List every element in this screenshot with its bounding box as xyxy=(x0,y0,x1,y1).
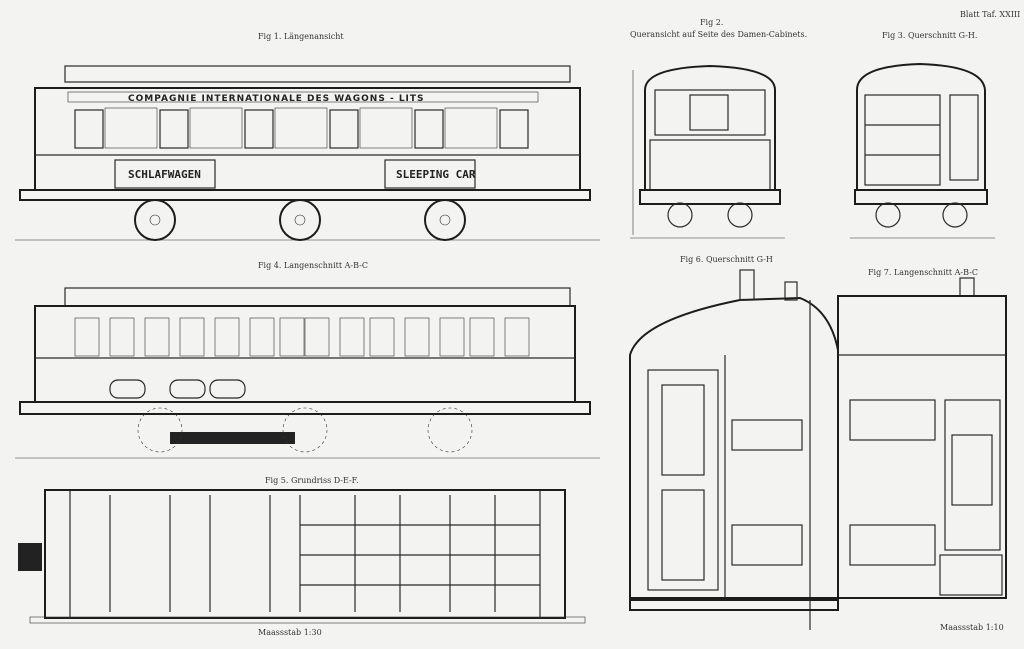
fig4-longitudinal-section xyxy=(15,287,600,459)
curtained-window xyxy=(444,107,498,149)
scale-right: Maassstab 1:10 xyxy=(940,623,1004,632)
wheel xyxy=(279,199,321,241)
fig6-caption: Fig 6. Querschnitt G-H xyxy=(680,255,773,264)
fig2-end-elevation xyxy=(630,64,785,239)
fig4-caption: Fig 4. Langenschnitt A-B-C xyxy=(258,261,368,270)
fig1-caption: Fig 1. Längenansicht xyxy=(258,32,344,41)
curtained-window xyxy=(189,107,243,149)
compartment-panel xyxy=(249,317,275,357)
compartment-panel xyxy=(469,317,495,357)
compartment-panel xyxy=(439,317,465,357)
sleeping-car-sign: SLEEPING CAR xyxy=(396,168,476,181)
wheel xyxy=(424,199,466,241)
seat xyxy=(209,379,246,399)
compartment-panel xyxy=(304,317,330,357)
fig7-longitudinal-section xyxy=(837,277,1007,599)
compartment-panel xyxy=(339,317,365,357)
window xyxy=(159,109,189,149)
buffer-beam xyxy=(18,543,42,571)
fig1-side-elevation: COMPAGNIE INTERNATIONALE DES WAGONS - LI… xyxy=(15,65,600,241)
window xyxy=(244,109,274,149)
sheet-number: Blatt Taf. XXIII xyxy=(960,10,1020,19)
fig3-caption: Fig 3. Querschnitt G-H. xyxy=(882,31,977,40)
curtained-window xyxy=(359,107,413,149)
window xyxy=(414,109,444,149)
window xyxy=(74,109,104,149)
seat xyxy=(109,379,146,399)
wheel-hub xyxy=(294,214,306,226)
wheel xyxy=(134,199,176,241)
fig6-cross-section xyxy=(629,269,839,630)
compartment-panel xyxy=(279,317,305,357)
fig5-plan xyxy=(18,489,586,624)
company-lettering: COMPAGNIE INTERNATIONALE DES WAGONS - LI… xyxy=(128,94,425,104)
curtained-window xyxy=(274,107,328,149)
compartment-panel xyxy=(144,317,170,357)
window xyxy=(499,109,529,149)
compartment-panel xyxy=(404,317,430,357)
compartment-panel xyxy=(369,317,395,357)
seat xyxy=(169,379,206,399)
scale-left: Maassstab 1:30 xyxy=(258,628,322,637)
compartment-panel xyxy=(74,317,100,357)
compartment-panel xyxy=(179,317,205,357)
compartment-panel xyxy=(214,317,240,357)
fig2-number: Fig 2. xyxy=(700,18,723,27)
wheel-hub xyxy=(149,214,161,226)
fig3-cross-section xyxy=(850,62,995,239)
curtained-window xyxy=(104,107,158,149)
gas-reservoir xyxy=(170,432,295,444)
wheel-hub xyxy=(439,214,451,226)
compartment-panel xyxy=(109,317,135,357)
compartment-panel xyxy=(504,317,530,357)
schlafwagen-sign: SCHLAFWAGEN xyxy=(128,168,201,181)
window xyxy=(329,109,359,149)
fig7-caption: Fig 7. Langenschnitt A-B-C xyxy=(868,268,978,277)
fig5-caption: Fig 5. Grundriss D-E-F. xyxy=(265,476,359,485)
fig2-caption: Queransicht auf Seite des Damen-Cabinets… xyxy=(630,30,807,39)
